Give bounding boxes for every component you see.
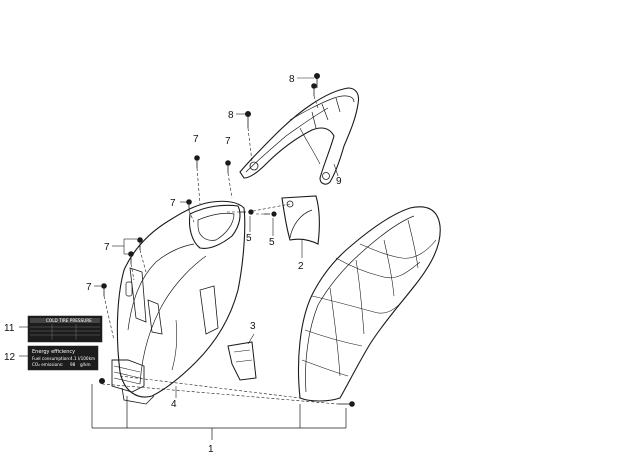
- assembly-bracket: [91, 384, 347, 440]
- fuel-consumption-label: Fuel consumption:: [32, 356, 70, 361]
- callout-2: 2: [298, 261, 304, 272]
- callout-7d: 7: [104, 242, 110, 253]
- tire-label-title: COLD TIRE PRESSURE: [46, 318, 92, 323]
- co2-unit: g/km: [80, 362, 91, 367]
- co2-value: 98: [70, 362, 76, 367]
- co2-label: CO₂ emissions:: [32, 362, 63, 367]
- callout-12: 12: [4, 352, 16, 363]
- dashed-lines: [101, 95, 339, 405]
- callout-8b: 8: [228, 110, 234, 121]
- callout-8a: 8: [289, 74, 295, 85]
- callout-7e: 7: [86, 282, 92, 293]
- callout-5b: 5: [269, 237, 275, 248]
- callout-5a: 5: [246, 233, 252, 244]
- luggage-box: [111, 200, 246, 405]
- callout-9: 9: [336, 176, 342, 187]
- rear-carrier: [239, 87, 360, 185]
- energy-label-title: Energy efficiency: [32, 349, 75, 355]
- leader-lines: [19, 77, 339, 398]
- callout-4: 4: [171, 399, 177, 410]
- callout-7b: 7: [225, 136, 231, 147]
- tire-pressure-label: COLD TIRE PRESSURE: [27, 315, 103, 343]
- callout-7c: 7: [170, 198, 176, 209]
- energy-efficiency-label: Energy efficiency Fuel consumption: 4.1 …: [27, 345, 99, 371]
- callout-11: 11: [4, 323, 15, 334]
- callouts: 1 2 3 4 5 5 7 7 7 7 7 8 8 9 11 12: [4, 74, 342, 455]
- fuel-consumption-unit: l/100km: [78, 356, 95, 361]
- fuel-consumption-value: 4.1: [70, 356, 77, 361]
- bracket-plate: [227, 341, 257, 381]
- seat: [297, 206, 441, 402]
- callout-3: 3: [250, 321, 256, 332]
- rear-cover: [281, 195, 320, 245]
- callout-7a: 7: [193, 134, 199, 145]
- callout-1: 1: [208, 444, 214, 455]
